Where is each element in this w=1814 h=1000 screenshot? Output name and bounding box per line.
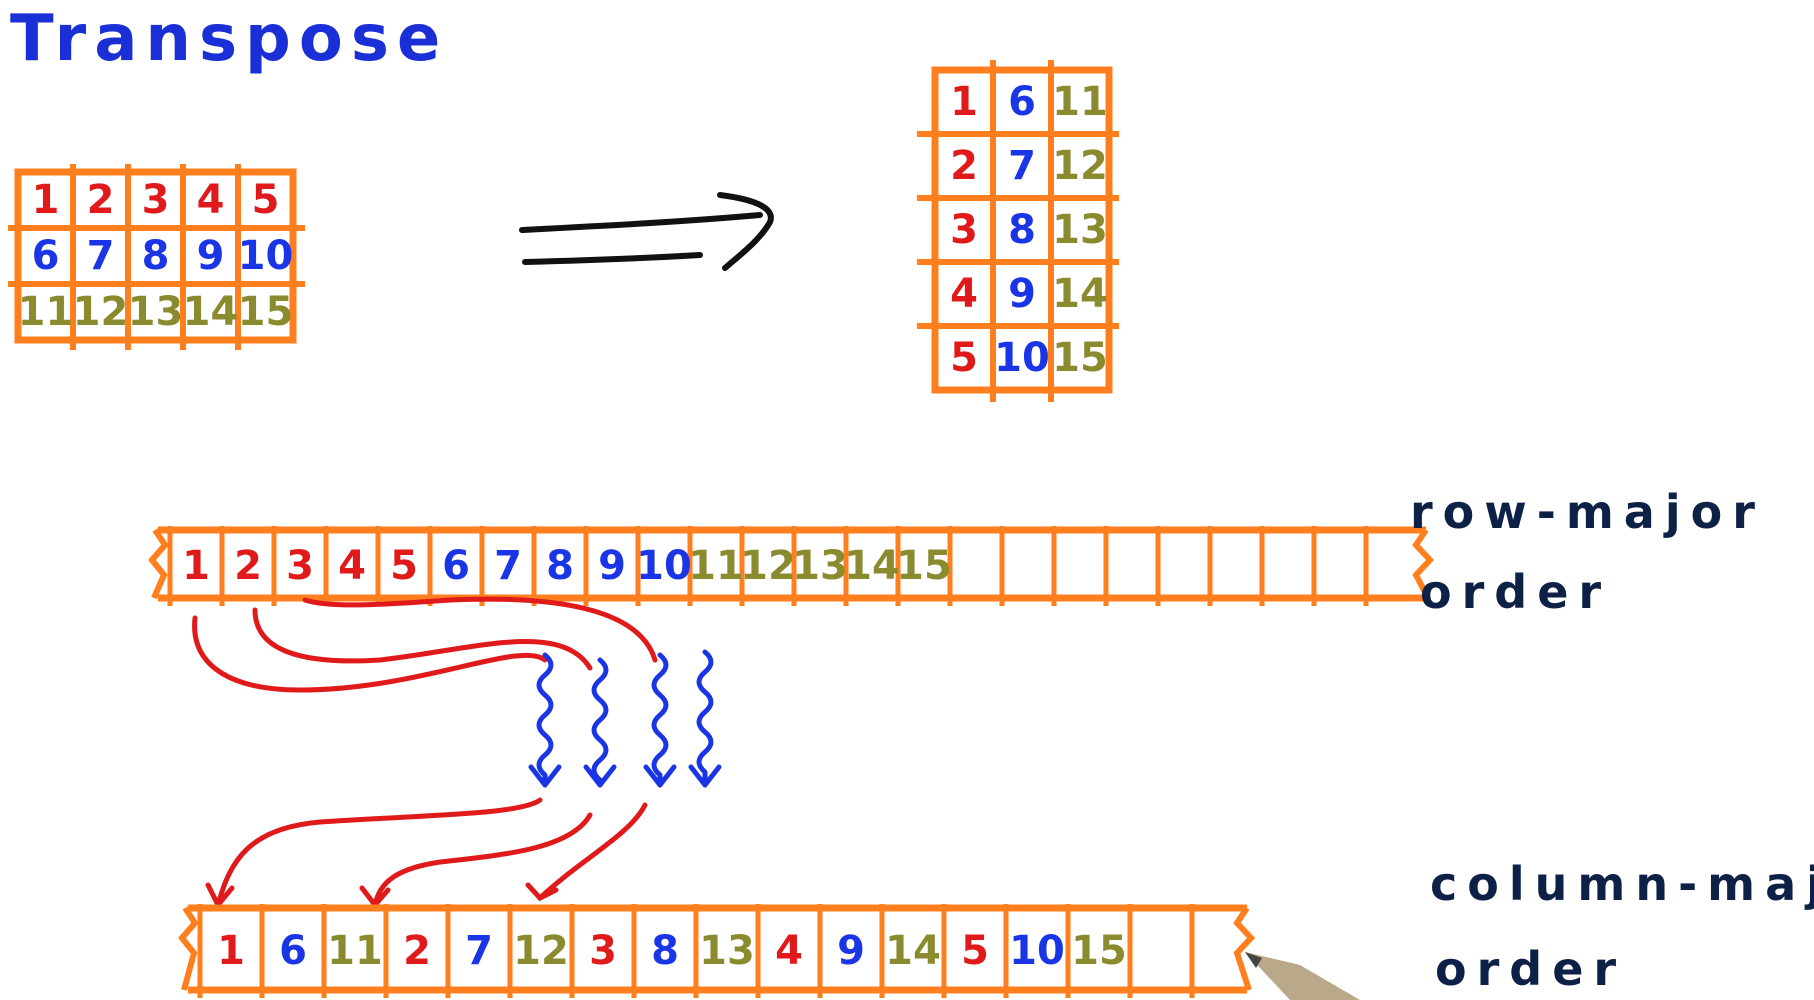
matrix-cell: 13 (128, 289, 184, 335)
matrix-cell: 12 (73, 289, 129, 335)
transposed-border (931, 66, 1113, 394)
row-major-left-end (148, 528, 169, 600)
thread-arrow-head-icon (583, 764, 617, 788)
matrix-cell: 6 (32, 233, 60, 279)
thread-arrow-head-icon (643, 764, 677, 788)
matrix-cell: 4 (197, 177, 225, 223)
column-major-left-end (178, 906, 199, 991)
row-major-cell: 6 (442, 543, 470, 589)
matrix-cell: 2 (87, 177, 115, 223)
transposed-cell: 13 (1052, 207, 1108, 253)
row-major-cell: 4 (338, 543, 366, 589)
row-major-cell: 14 (844, 543, 900, 589)
row-major-cell: 8 (546, 543, 574, 589)
transposed-cell: 2 (950, 143, 978, 189)
mapping-curves-top (192, 596, 658, 693)
matrix-cell: 15 (238, 289, 294, 335)
column-major-right-end (1233, 906, 1256, 991)
row-major-cell: 7 (494, 543, 522, 589)
row-major-cell: 3 (286, 543, 314, 589)
matrix-cell: 11 (18, 289, 74, 335)
row-major-cell: 5 (390, 543, 418, 589)
column-major-cell: 2 (403, 928, 431, 974)
row-major-right-end (1412, 528, 1435, 600)
row-major-cell: 10 (636, 543, 692, 589)
matrix-border (14, 168, 297, 344)
thread-arrow-shaft (696, 649, 714, 788)
thread-arrow-head-icon (528, 764, 562, 788)
column-major-cell: 15 (1071, 928, 1127, 974)
matrix-cell: 14 (183, 289, 239, 335)
column-major-cell: 4 (775, 928, 803, 974)
transposed-cell: 11 (1052, 79, 1108, 125)
transposed-cell: 5 (950, 335, 978, 381)
matrix-cell: 9 (197, 233, 225, 279)
transposed-cell: 7 (1008, 143, 1036, 189)
transposed-cell: 3 (950, 207, 978, 253)
thread-arrow-shaft (536, 652, 554, 788)
transposed-cell: 10 (994, 335, 1050, 381)
column-major-cell: 6 (279, 928, 307, 974)
row-major-order-label: order (1420, 565, 1611, 619)
mapping-curves-bottom (205, 797, 648, 910)
column-major-label: column-major (1430, 857, 1814, 911)
column-major-cell: 12 (513, 928, 569, 974)
matrix-cell: 3 (142, 177, 170, 223)
column-major-cell: 11 (327, 928, 383, 974)
column-major-cell: 13 (699, 928, 755, 974)
column-major-cell: 3 (589, 928, 617, 974)
column-major-cell: 14 (885, 928, 941, 974)
column-major-cell: 9 (837, 928, 865, 974)
transposed-cell: 12 (1052, 143, 1108, 189)
column-major-order-label: order (1435, 942, 1626, 996)
page-title: Transpose (10, 2, 448, 76)
transposed-cell: 15 (1052, 335, 1108, 381)
matrix-cell: 7 (87, 233, 115, 279)
transposed-cell: 14 (1052, 271, 1108, 317)
column-major-cell: 8 (651, 928, 679, 974)
matrix-cell: 8 (142, 233, 170, 279)
parallel-thread-arrows (528, 649, 722, 788)
row-major-cell: 9 (598, 543, 626, 589)
transposed-cell: 9 (1008, 271, 1036, 317)
column-major-cell: 5 (961, 928, 989, 974)
pen-icon (1245, 952, 1360, 1000)
transposed-cell: 8 (1008, 207, 1036, 253)
row-major-cell: 2 (234, 543, 262, 589)
matrix-cell: 1 (32, 177, 60, 223)
row-major-cell: 11 (688, 543, 744, 589)
row-major-cell: 12 (740, 543, 796, 589)
transpose-arrow-icon (519, 192, 774, 271)
row-major-label: row-major (1410, 485, 1765, 539)
row-major-cell: 15 (896, 543, 952, 589)
transposed-cell: 6 (1008, 79, 1036, 125)
thread-arrow-head-icon (688, 764, 722, 788)
row-major-cell: 1 (182, 543, 210, 589)
row-major-cell: 13 (792, 543, 848, 589)
transposed-cell: 1 (950, 79, 978, 125)
transposed-cell: 4 (950, 271, 978, 317)
thread-arrow-shaft (651, 652, 669, 788)
matrix-cell: 5 (252, 177, 280, 223)
thread-arrow-shaft (591, 657, 609, 788)
column-major-cell: 7 (465, 928, 493, 974)
column-major-cell: 1 (217, 928, 245, 974)
column-major-cell: 10 (1009, 928, 1065, 974)
matrix-cell: 10 (238, 233, 294, 279)
